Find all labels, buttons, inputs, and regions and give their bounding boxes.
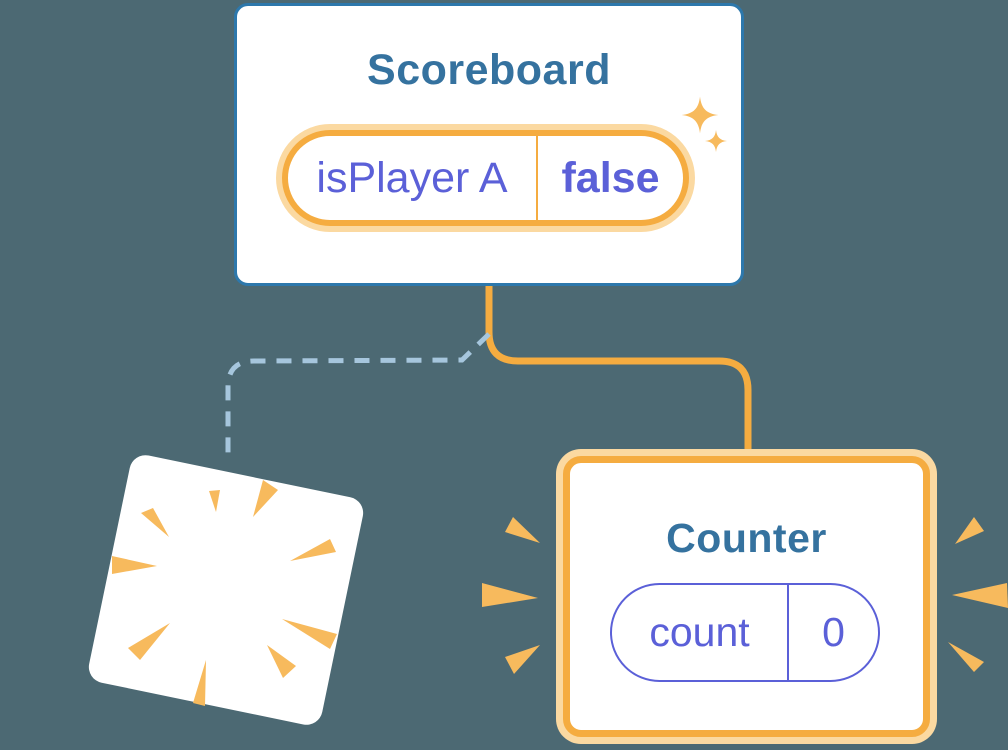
counter-title: Counter: [666, 515, 827, 561]
state-value: 0: [822, 609, 845, 655]
state-name: isPlayer A: [288, 136, 538, 220]
scoreboard-state-pill: isPlayer A false: [282, 130, 689, 226]
state-name: count: [612, 585, 789, 680]
counter-state-pill: count 0: [610, 583, 880, 682]
emphasis-burst-right-icon: [948, 517, 1008, 672]
destroyed-component-card: [85, 452, 367, 728]
state-value: false: [561, 153, 660, 202]
scoreboard-title: Scoreboard: [367, 46, 611, 94]
connector-removed-state: [225, 332, 491, 462]
scoreboard-component-card: Scoreboard isPlayer A false: [234, 3, 744, 286]
connector-kept-state: [485, 284, 752, 460]
counter-component-card: Counter count 0: [563, 456, 930, 737]
emphasis-burst-left-icon: [482, 517, 540, 674]
